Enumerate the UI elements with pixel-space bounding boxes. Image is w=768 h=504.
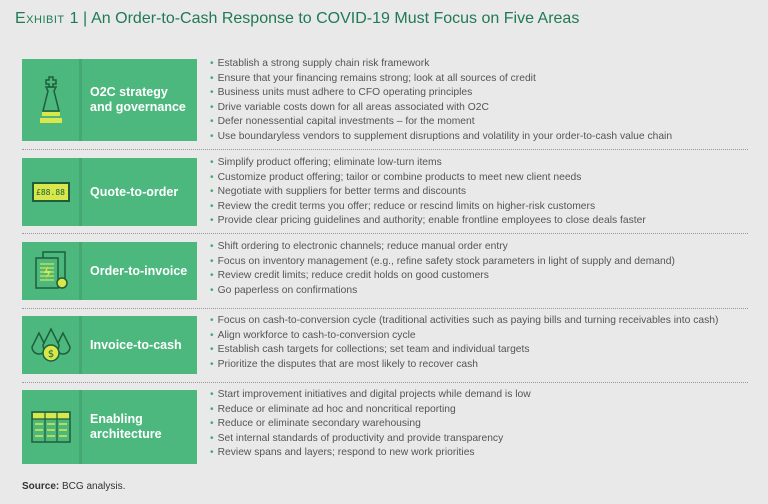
area-panel: $ Invoice-to-cash [22, 316, 197, 374]
title-separator: | [82, 10, 88, 27]
bullet-item: Prioritize the disputes that are most li… [210, 358, 718, 373]
source-label: Source: [22, 481, 60, 492]
bullet-item: Ensure that your financing remains stron… [210, 72, 672, 87]
area-panel: Order-to-invoice [22, 242, 197, 300]
bullet-item: Shift ordering to electronic channels; r… [210, 240, 675, 255]
invoice-document-icon [22, 242, 82, 300]
bullet-item: Start improvement initiatives and digita… [210, 388, 531, 403]
divider [22, 149, 748, 150]
price-display-icon: £88.88 [22, 158, 82, 226]
cash-drops-icon: $ [22, 316, 82, 374]
area-label: Enabling architecture [90, 412, 162, 441]
spreadsheet-icon [22, 390, 82, 464]
exhibit-number: Exhibit 1 [15, 10, 79, 27]
area-panel: £88.88 Quote-to-order [22, 158, 197, 226]
bullet-item: Establish a strong supply chain risk fra… [210, 57, 672, 72]
bullet-item: Use boundaryless vendors to supplement d… [210, 130, 672, 145]
bullet-item: Review the credit terms you offer; reduc… [210, 200, 646, 215]
bullet-list: Establish a strong supply chain risk fra… [210, 57, 672, 145]
bullet-list: Start improvement initiatives and digita… [210, 388, 531, 461]
bullet-item: Reduce or eliminate ad hoc and noncritic… [210, 403, 531, 418]
bullet-item: Negotiate with suppliers for better term… [210, 185, 646, 200]
bullet-item: Simplify product offering; eliminate low… [210, 156, 646, 171]
bullet-item: Provide clear pricing guidelines and aut… [210, 214, 646, 229]
area-row-order-to-invoice: Order-to-invoice Shift ordering to elect… [22, 240, 754, 300]
area-row-quote-to-order: £88.88 Quote-to-order Simplify product o… [22, 156, 754, 229]
divider [22, 308, 748, 309]
bullet-list: Focus on cash-to-conversion cycle (tradi… [210, 314, 719, 373]
exhibit-title: Exhibit 1|An Order-to-Cash Response to C… [15, 10, 579, 28]
bullet-item: Business units must adhere to CFO operat… [210, 86, 672, 101]
bullet-item: Establish cash targets for collections; … [210, 343, 718, 358]
title-text: An Order-to-Cash Response to COVID-19 Mu… [91, 10, 580, 27]
bullet-item: Go paperless on confirmations [210, 284, 675, 299]
source-text: BCG analysis. [62, 481, 126, 492]
area-label: Order-to-invoice [90, 263, 188, 278]
bullet-item: Align workforce to cash-to-conversion cy… [210, 329, 718, 344]
bullet-item: Reduce or eliminate secondary warehousin… [210, 417, 531, 432]
area-row-enabling-architecture: Enabling architecture Start improvement … [22, 388, 754, 464]
bullet-list: Simplify product offering; eliminate low… [210, 156, 646, 229]
area-panel: Enabling architecture [22, 390, 197, 464]
area-panel: O2C strategy and governance [22, 59, 197, 141]
chess-king-icon [22, 59, 82, 141]
bullet-item: Focus on inventory management (e.g., ref… [210, 255, 675, 270]
price-display-text: £88.88 [31, 182, 70, 202]
svg-text:$: $ [47, 349, 53, 360]
bullet-item: Defer nonessential capital investments –… [210, 115, 672, 130]
area-row-invoice-to-cash: $ Invoice-to-cash Focus on cash-to-conve… [22, 314, 754, 374]
bullet-item: Drive variable costs down for all areas … [210, 101, 672, 116]
source-note: Source: BCG analysis. [22, 481, 125, 492]
bullet-list: Shift ordering to electronic channels; r… [210, 240, 675, 298]
area-row-o2c-strategy: O2C strategy and governance Establish a … [22, 58, 754, 142]
area-label: O2C strategy and governance [90, 85, 186, 114]
area-label: Invoice-to-cash [90, 337, 182, 352]
bullet-item: Customize product offering; tailor or co… [210, 171, 646, 186]
divider [22, 233, 748, 234]
divider [22, 382, 748, 383]
area-label: Quote-to-order [90, 184, 179, 199]
bullet-item: Focus on cash-to-conversion cycle (tradi… [210, 314, 719, 329]
bullet-item: Set internal standards of productivity a… [210, 432, 531, 447]
bullet-item: Review credit limits; reduce credit hold… [210, 269, 675, 284]
bullet-item: Review spans and layers; respond to new … [210, 446, 531, 461]
